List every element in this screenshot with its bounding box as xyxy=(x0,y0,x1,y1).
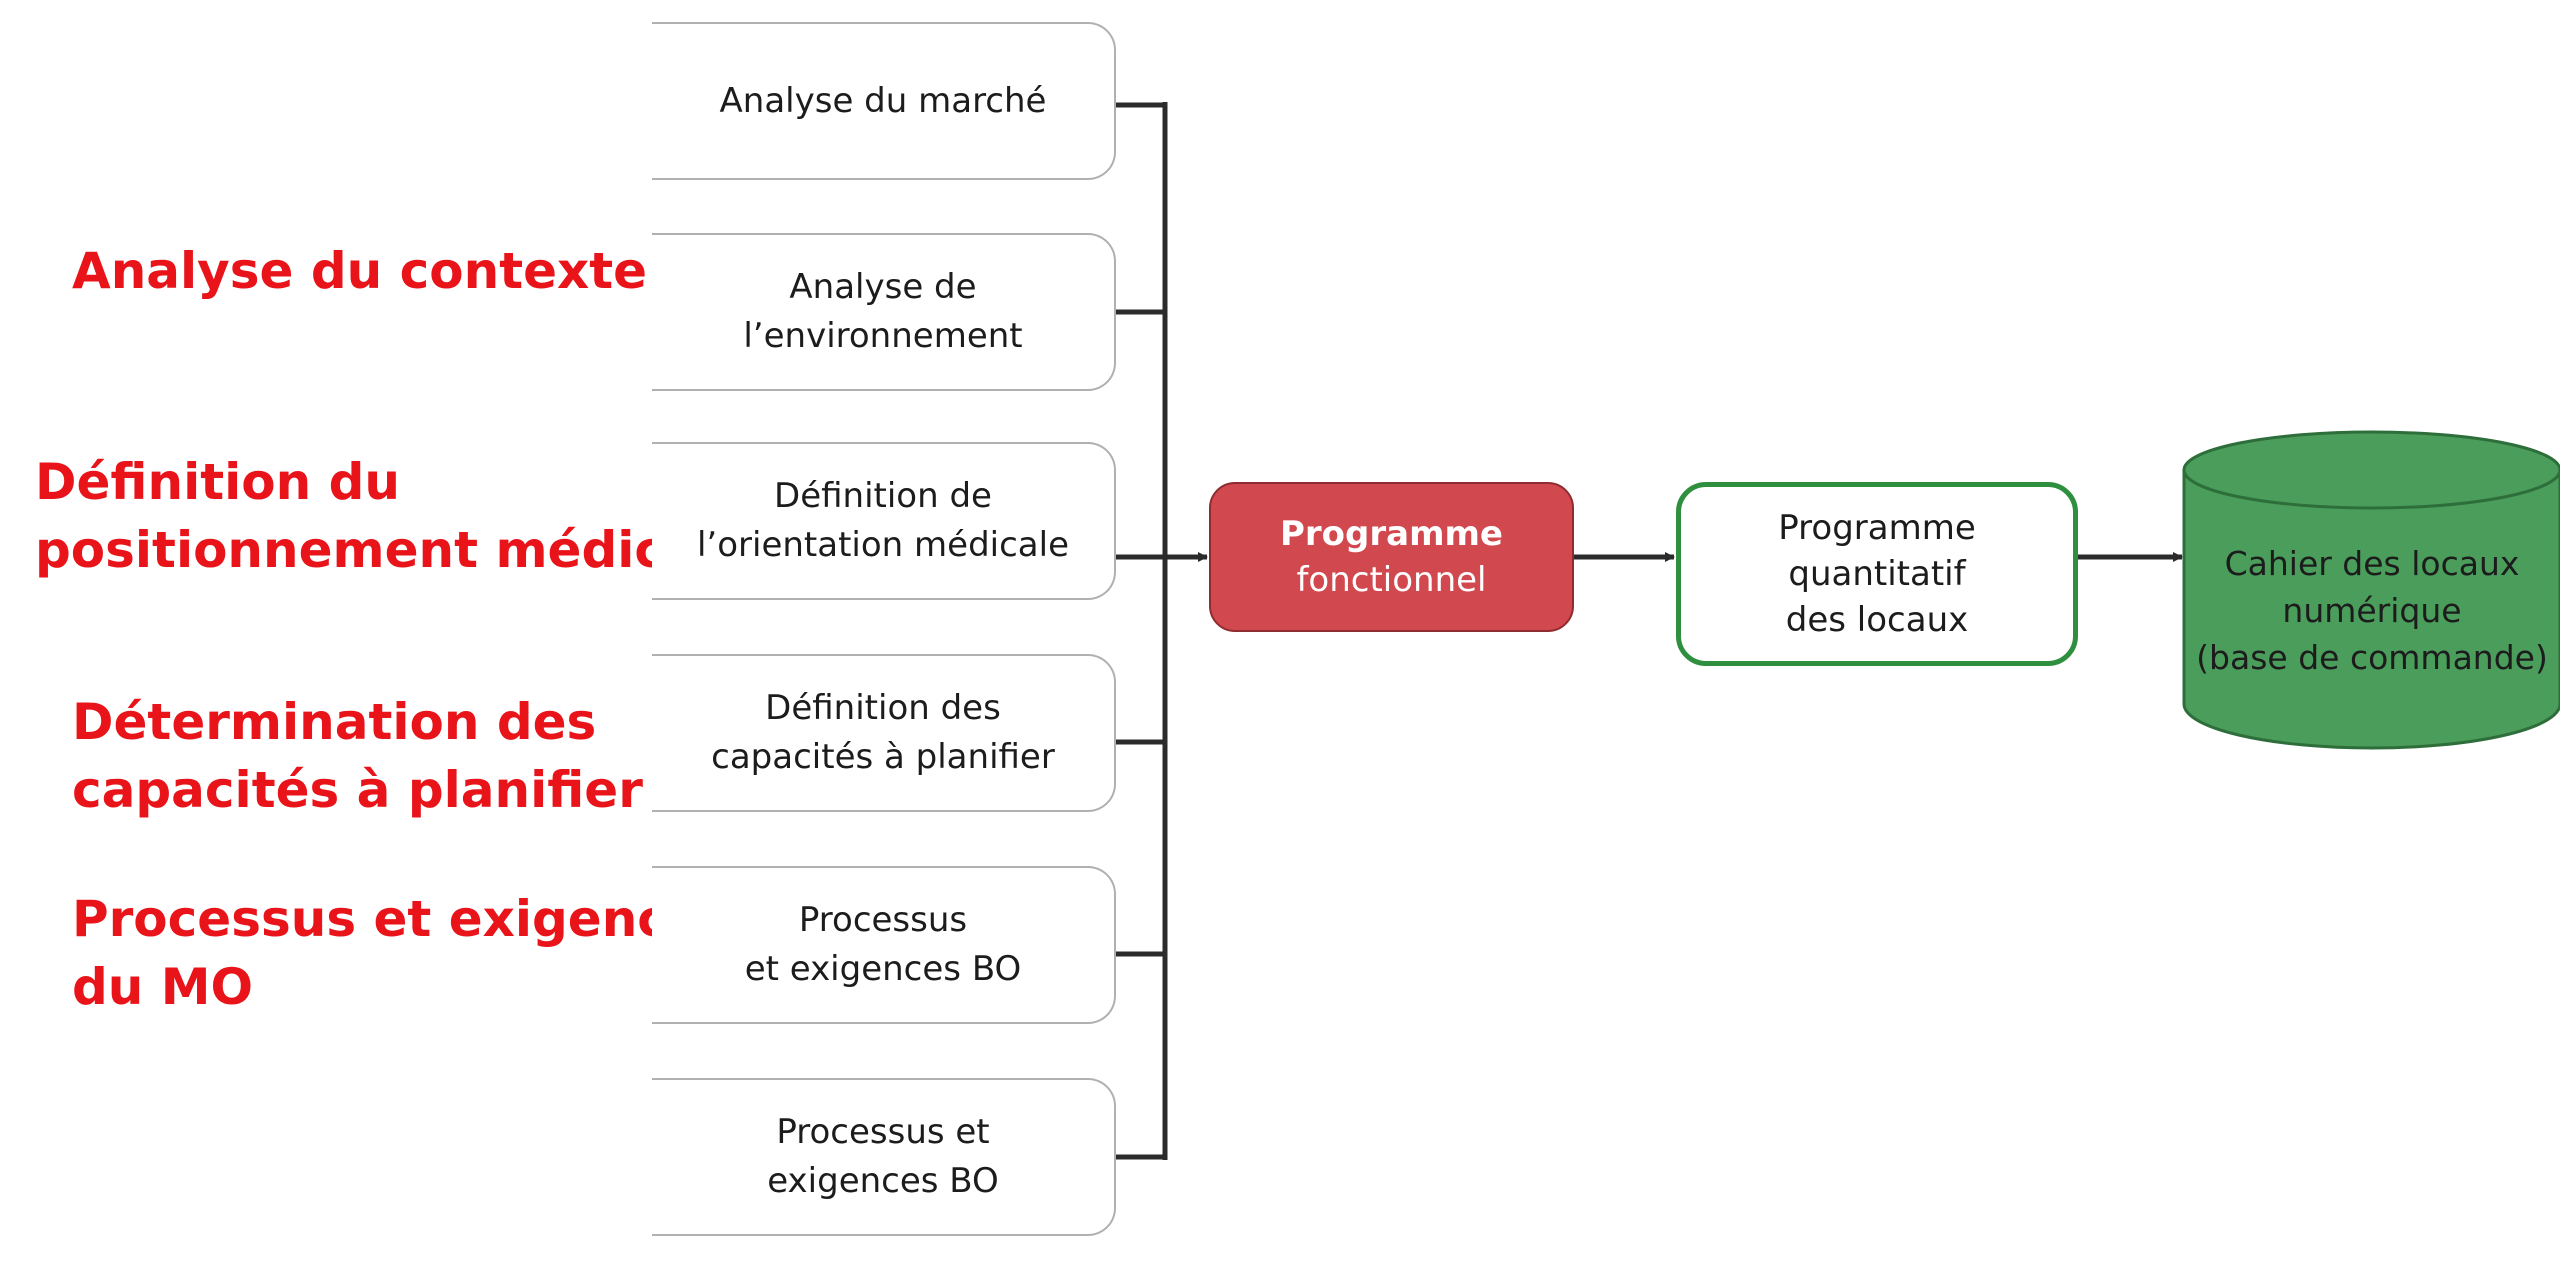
section-label-capacites: Détermination des capacités à planifier xyxy=(72,693,643,819)
cahier-database-icon xyxy=(2182,430,2560,750)
input-label: Processus et exigences BO xyxy=(767,1112,999,1201)
programme-quantitatif-label: Programme quantitatif des locaux xyxy=(1778,508,1976,640)
programme-quantitatif-node: Programme quantitatif des locaux xyxy=(1676,482,2078,666)
section-label-contexte: Analyse du contexte xyxy=(72,242,648,300)
programme-fonctionnel-line1: Programme xyxy=(1279,514,1503,554)
input-box-capacites: Définition des capacités à planifier xyxy=(652,654,1116,812)
input-label: Définition des capacités à planifier xyxy=(711,688,1055,777)
input-label: Analyse du marché xyxy=(719,80,1047,121)
input-label: Analyse de l’environnement xyxy=(743,267,1023,356)
programme-fonctionnel-label: Programme fonctionnel xyxy=(1280,511,1503,603)
input-box-orientation-medicale: Définition de l’orientation médicale xyxy=(652,442,1116,600)
input-label: Processus et exigences BO xyxy=(744,900,1022,989)
cahier-label: Cahier des locaux numérique (base de com… xyxy=(2196,544,2548,677)
input-box-analyse-marche: Analyse du marché xyxy=(652,22,1116,180)
input-box-analyse-environnement: Analyse de l’environnement xyxy=(652,233,1116,391)
input-label: Définition de l’orientation médicale xyxy=(696,476,1069,565)
input-box-processus-2: Processus et exigences BO xyxy=(652,1078,1116,1236)
programme-fonctionnel-node: Programme fonctionnel xyxy=(1209,482,1574,632)
input-box-processus-1: Processus et exigences BO xyxy=(652,866,1116,1024)
programme-fonctionnel-line2: fonctionnel xyxy=(1296,560,1487,600)
